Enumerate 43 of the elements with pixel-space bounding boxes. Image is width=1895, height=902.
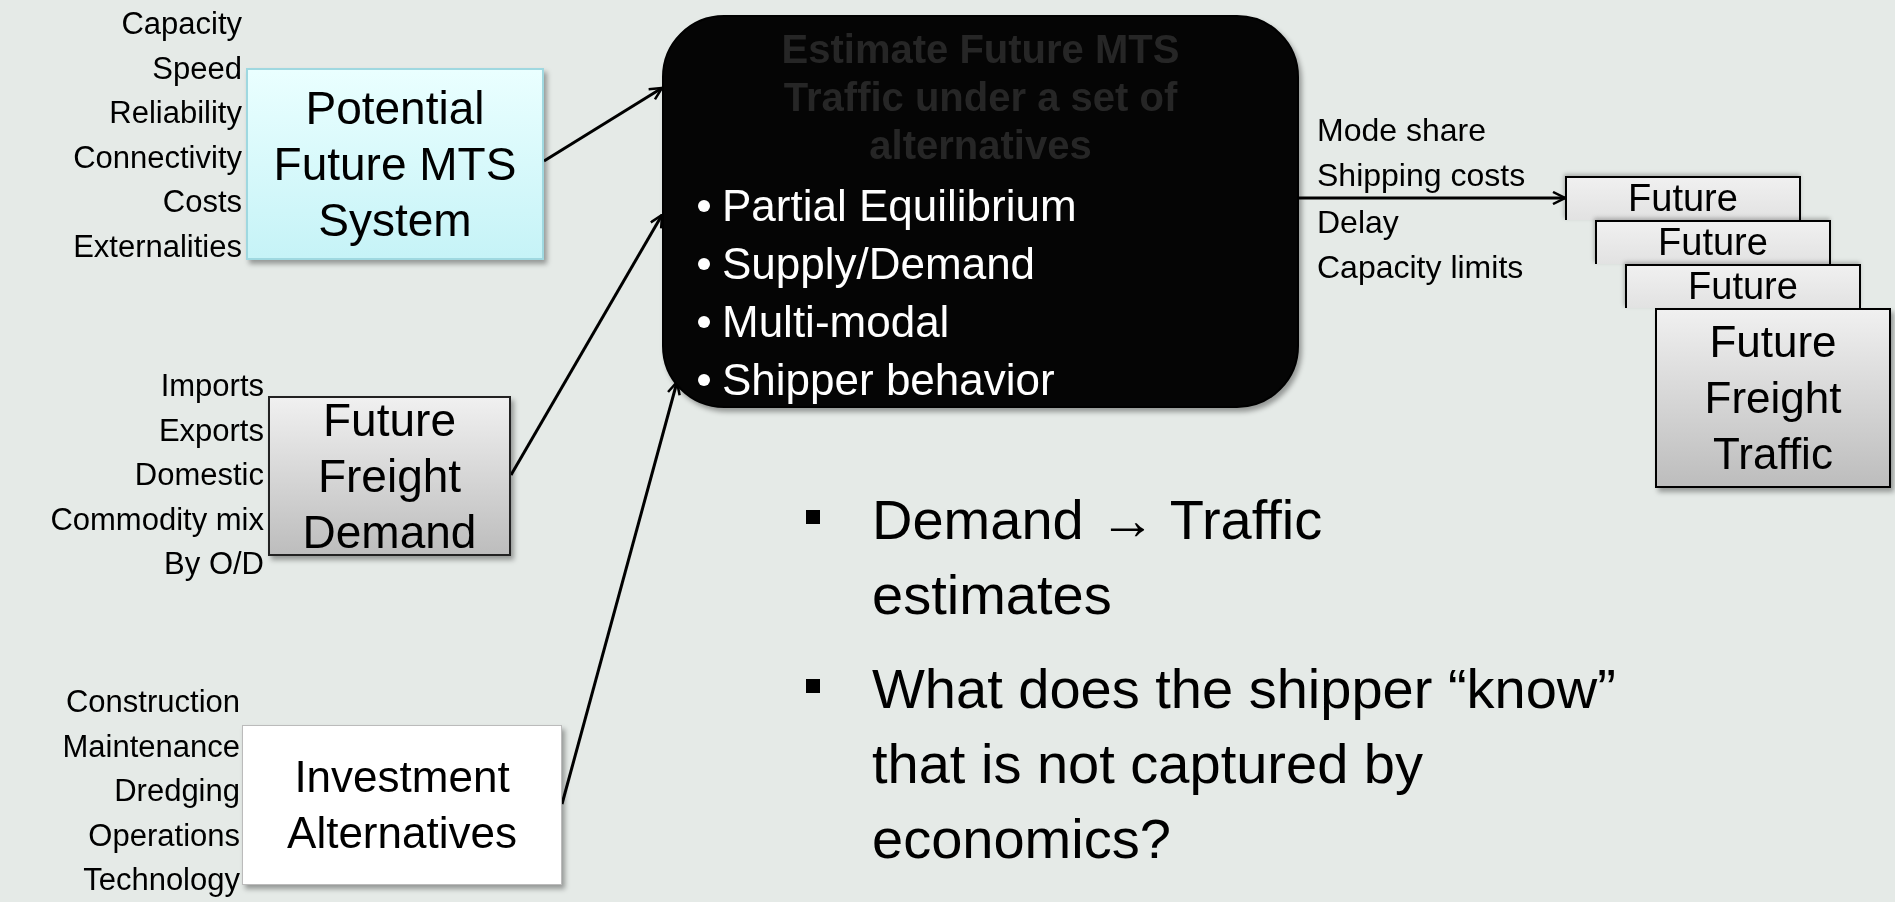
input-list-item: Imports: [159, 367, 264, 405]
bullet-item: Partial Equilibrium: [698, 177, 1077, 235]
box-label: Future: [1687, 266, 1799, 306]
box-label: Future Freight Traffic: [1703, 316, 1843, 480]
input-list-item: Domestic: [133, 456, 264, 494]
input-list-item: Connectivity: [73, 138, 242, 177]
output-label: Shipping costs: [1317, 156, 1526, 195]
process-box: [268, 396, 511, 556]
input-list-item: Construction: [64, 683, 240, 721]
input-list-item: By O/D: [163, 545, 264, 583]
input-list-item: Operations: [87, 816, 240, 855]
arrow: [1299, 190, 1567, 206]
process-box: [1565, 176, 1801, 220]
bullet-item: Multi-modal: [698, 293, 1077, 351]
input-list-item: Reliability: [108, 94, 242, 132]
bullet-text: Demand → Traffic estimates: [872, 487, 1324, 628]
process-box: [1595, 220, 1831, 264]
input-list-item: Technology: [82, 861, 240, 899]
box-label: Future: [1627, 178, 1739, 218]
arrow: [543, 86, 664, 163]
output-label: Mode share: [1317, 111, 1486, 150]
process-box: [246, 68, 544, 260]
input-list-item: Costs: [161, 183, 242, 221]
output-label: Delay: [1317, 203, 1399, 242]
process-box: [242, 725, 562, 885]
process-box: [1625, 264, 1861, 308]
box-label: Future: [1657, 222, 1769, 262]
input-list-item: Dredging: [113, 772, 240, 810]
input-list-item: Exports: [157, 411, 264, 450]
input-list-item: Externalities: [73, 227, 242, 266]
bullet-item: Shipper behavior: [698, 351, 1077, 409]
bullet-item: Supply/Demand: [698, 235, 1077, 293]
input-list-item: Capacity: [120, 5, 242, 43]
process-box: [662, 15, 1299, 408]
box-label: Potential Future MTS System: [272, 81, 518, 248]
bullet-text: What does the shipper “know” that is not captured by economics?: [872, 656, 1617, 872]
process-box: [1655, 308, 1891, 488]
box-label: Future Freight Demand: [301, 393, 478, 560]
output-label: Capacity limits: [1317, 248, 1524, 287]
input-list-item: Maintenance: [62, 727, 240, 766]
input-list-item: Commodity mix: [50, 500, 264, 539]
input-list-item: Speed: [151, 49, 242, 88]
box-label: Investment Alternatives: [286, 751, 518, 859]
